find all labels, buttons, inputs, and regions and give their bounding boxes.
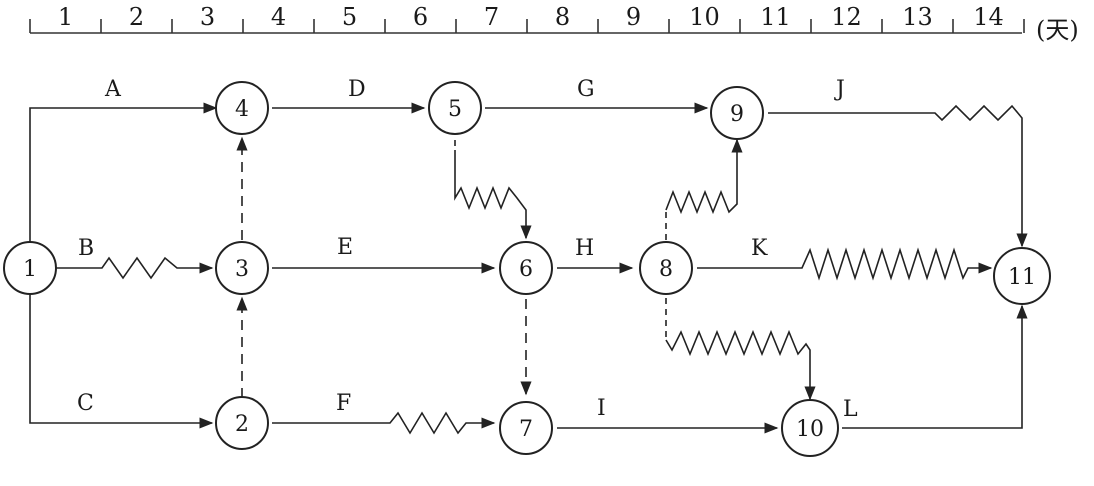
activity-G-label: G [577,77,595,102]
node-8-label: 8 [659,257,673,282]
activity-B-label: B [78,236,94,261]
node-5: 5 [428,81,482,135]
activity-B-arrow [56,256,214,280]
node-8: 8 [639,241,693,295]
node-10-label: 10 [796,417,824,442]
time-scale-label: 12 [831,3,862,31]
node-10: 10 [781,399,839,457]
node-7: 7 [499,401,553,455]
time-scale-label: 4 [271,3,286,31]
time-unit-label: (天) [1036,16,1079,44]
dummy-8-9-float [665,138,743,215]
node-5-label: 5 [448,97,462,122]
time-scale [29,19,1025,34]
node-4-label: 4 [235,97,249,122]
node-7-label: 7 [519,417,533,442]
time-scale-label: 5 [342,3,357,31]
time-scale-label: 14 [973,3,1004,31]
activity-I-label: I [597,396,606,421]
activity-A-arrow [29,102,218,243]
nodes-layer: 1 2 3 4 5 6 7 8 [3,81,1051,457]
activity-E-label: E [337,235,353,260]
activity-H-label: H [575,236,594,261]
node-9: 9 [710,86,764,140]
activity-C-label: C [77,391,94,416]
activity-K-label: K [751,236,768,261]
activity-A-label: A [104,77,122,102]
node-3: 3 [215,241,269,295]
time-scale-label: 6 [413,3,428,31]
time-scale-label: 2 [129,3,144,31]
activity-J-label: J [834,77,845,102]
dummy-8-10-float [665,329,816,401]
node-11-label: 11 [1008,265,1036,290]
time-scale-ticks [29,19,1025,33]
arrows-layer [29,102,1028,435]
activity-L-label: L [843,397,858,422]
activity-F-label: F [336,391,351,416]
activity-K-arrow [697,247,993,281]
node-2: 2 [215,396,269,450]
node-6-label: 6 [519,257,533,282]
time-scale-label: 10 [689,3,720,31]
time-scale-label: 9 [626,3,641,31]
time-scale-label: 1 [58,3,73,31]
time-scale-label: 7 [484,3,499,31]
time-scale-label: 8 [555,3,570,31]
node-1-label: 1 [23,257,37,282]
node-2-label: 2 [235,412,249,437]
dummy-5-6-float [454,150,532,240]
activity-J-arrow [768,104,1028,248]
time-scale-label: 11 [760,3,791,31]
activity-D-label: D [348,77,366,102]
node-11: 11 [993,247,1051,305]
node-3-label: 3 [235,257,249,282]
time-scale-label: 13 [902,3,933,31]
node-1: 1 [3,241,57,295]
activity-F-arrow [272,411,496,435]
activity-L-arrow [842,304,1028,429]
node-4: 4 [215,81,269,135]
activity-C-arrow [29,293,214,429]
time-scale-label: 3 [200,3,215,31]
node-9-label: 9 [730,102,744,127]
activity-labels: A B C D E F G H I J K L [77,77,858,422]
node-6: 6 [499,241,553,295]
